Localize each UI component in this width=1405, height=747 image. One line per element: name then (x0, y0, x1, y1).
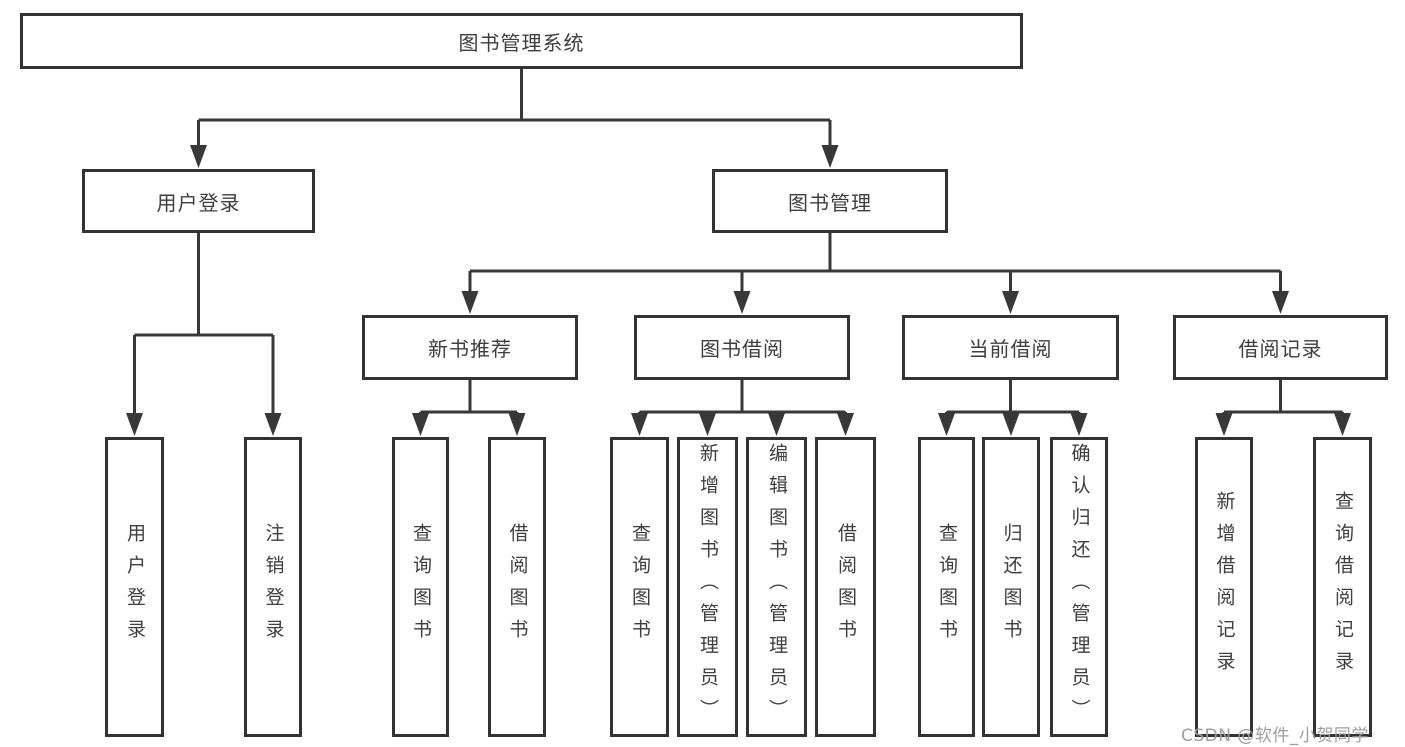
node-label: 查询图书 (936, 523, 958, 651)
node-label: 确认归还（管理员） (1068, 443, 1091, 731)
leaf-add-borrow-record: 新增借阅记录 (1195, 437, 1253, 737)
node-label: 用户登录 (124, 523, 146, 651)
leaf-user-login: 用户登录 (105, 437, 164, 737)
node-label: 新增图书（管理员） (697, 443, 719, 731)
node-label: 新书推荐 (428, 337, 512, 361)
node-label: 借阅记录 (1238, 337, 1323, 361)
leaf-query-borrow-record: 查询借阅记录 (1313, 437, 1372, 737)
node-label: 当前借阅 (968, 337, 1053, 361)
node-library-management-system: 图书管理系统 (20, 13, 1023, 69)
node-label: 编辑图书（管理员） (766, 443, 788, 731)
node-new-book-recommendation: 新书推荐 (362, 315, 578, 380)
connector-records-to-leaves (1222, 380, 1344, 416)
leaf-query-books: 查询图书 (392, 437, 449, 737)
leaf-edit-books-admin: 编辑图书（管理员） (746, 437, 807, 737)
leaf-confirm-return-admin: 确认归还（管理员） (1050, 437, 1108, 737)
connector-current-to-leaves (945, 380, 1081, 416)
leaf-query-books: 查询图书 (610, 437, 669, 737)
node-user-login: 用户登录 (82, 169, 315, 233)
node-label: 新增借阅记录 (1213, 491, 1236, 683)
node-label: 归还图书 (1000, 523, 1023, 651)
leaf-query-books: 查询图书 (918, 437, 975, 737)
csdn-watermark: CSDN @软件_小贺同学 (1181, 726, 1369, 746)
connector-root-to-level2 (197, 68, 832, 148)
node-book-management: 图书管理 (712, 169, 948, 233)
node-label: 图书管理 (788, 190, 872, 215)
node-label: 图书借阅 (700, 337, 784, 361)
connector-newbooks-to-leaves (419, 380, 519, 416)
leaf-return-books: 归还图书 (982, 437, 1040, 737)
connector-bookmgmt-to-level3 (468, 233, 1282, 293)
node-label: 查询图书 (410, 523, 432, 651)
leaf-borrow-books: 借阅图书 (488, 437, 546, 737)
node-label: 用户登录 (156, 190, 241, 215)
leaf-add-books-admin: 新增图书（管理员） (677, 437, 738, 737)
connector-borrow-to-leaves (638, 380, 847, 416)
node-current-borrowing: 当前借阅 (902, 315, 1119, 380)
node-book-borrowing: 图书借阅 (634, 315, 850, 380)
leaf-borrow-books: 借阅图书 (815, 437, 876, 737)
node-label: 图书管理系统 (458, 30, 585, 55)
node-label: 借阅图书 (835, 523, 857, 651)
node-label: 注销登录 (262, 523, 285, 651)
node-borrowing-records: 借阅记录 (1173, 315, 1388, 380)
node-label: 查询借阅记录 (1332, 491, 1354, 683)
node-label: 借阅图书 (506, 523, 529, 651)
node-label: 查询图书 (629, 523, 651, 651)
leaf-logout: 注销登录 (244, 437, 302, 737)
connector-userlogin-to-leaves (133, 233, 275, 415)
